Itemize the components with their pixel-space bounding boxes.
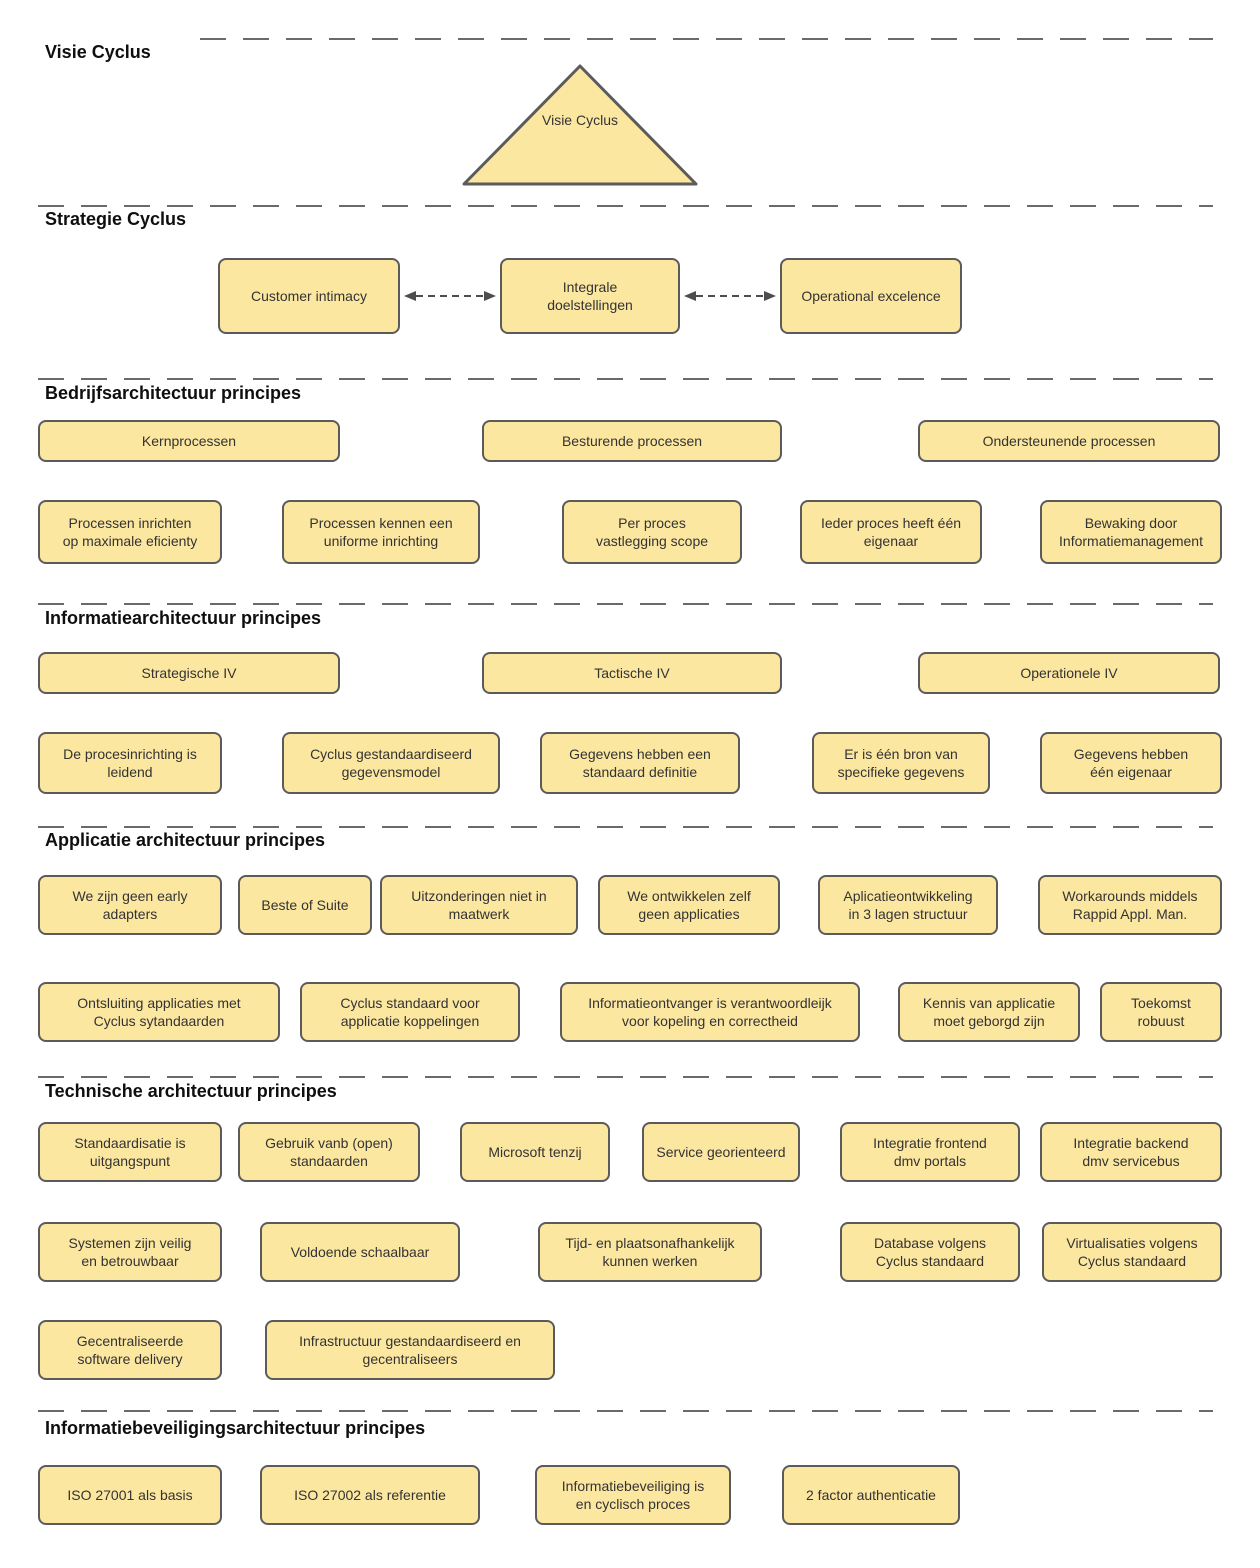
box-processen-maximale-eficienty: Processen inrichten op maximale eficient… xyxy=(38,500,222,564)
heading-bedrijfsarchitectuur: Bedrijfsarchitectuur principes xyxy=(45,383,302,403)
box-ontsluiting-cyclus-standaarden: Ontsluiting applicaties met Cyclus sytan… xyxy=(38,982,280,1042)
box-bewaking-informatiemanagement: Bewaking door Informatiemanagement xyxy=(1040,500,1222,564)
box-gegevens-een-eigenaar: Gegevens hebben één eigenaar xyxy=(1040,732,1222,794)
box-uitzonderingen-maatwerk: Uitzonderingen niet in maatwerk xyxy=(380,875,578,935)
box-geen-early-adapters: We zijn geen early adapters xyxy=(38,875,222,935)
heading-strategie-cyclus: Strategie Cyclus xyxy=(45,209,187,229)
box-cyclus-standaard-koppelingen: Cyclus standaard voor applicatie koppeli… xyxy=(300,982,520,1042)
box-vastlegging-scope: Per proces vastlegging scope xyxy=(562,500,742,564)
box-systemen-veilig-betrouwbaar: Systemen zijn veilig en betrouwbaar xyxy=(38,1222,222,1282)
box-ondersteunende-processen: Ondersteunende processen xyxy=(918,420,1220,462)
visie-cyclus-triangle-label: Visie Cyclus xyxy=(542,112,618,128)
box-beste-of-suite: Beste of Suite xyxy=(238,875,372,935)
box-standaardisatie-uitgangspunt: Standaardisatie is uitgangspunt xyxy=(38,1122,222,1182)
box-uniforme-inrichting: Processen kennen een uniforme inrichting xyxy=(282,500,480,564)
box-integrale-doelstellingen: Integrale doelstellingen xyxy=(500,258,680,334)
box-customer-intimacy: Customer intimacy xyxy=(218,258,400,334)
section-separator xyxy=(38,1076,1213,1078)
box-gestandaardiseerd-gegevensmodel: Cyclus gestandaardiseerd gegevensmodel xyxy=(282,732,500,794)
box-operational-excelence: Operational excelence xyxy=(780,258,962,334)
section-separator xyxy=(200,38,1213,40)
box-integratie-frontend-portals: Integratie frontend dmv portals xyxy=(840,1122,1020,1182)
heading-informatiearchitectuur: Informatiearchitectuur principes xyxy=(45,608,322,628)
box-strategische-iv: Strategische IV xyxy=(38,652,340,694)
box-2-factor-authenticatie: 2 factor authenticatie xyxy=(782,1465,960,1525)
box-service-georienteerd: Service georienteerd xyxy=(642,1122,800,1182)
section-separator xyxy=(38,205,1213,207)
dashed-double-arrow xyxy=(404,291,496,301)
box-informatiebeveiliging-cyclisch: Informatiebeveiliging is en cyclisch pro… xyxy=(535,1465,731,1525)
box-iso-27001-basis: ISO 27001 als basis xyxy=(38,1465,222,1525)
section-separator xyxy=(38,826,1213,828)
box-microsoft-tenzij: Microsoft tenzij xyxy=(460,1122,610,1182)
heading-technische-architectuur: Technische architectuur principes xyxy=(45,1081,337,1101)
section-separator xyxy=(38,603,1213,605)
box-open-standaarden: Gebruik vanb (open) standaarden xyxy=(238,1122,420,1182)
section-separator xyxy=(38,378,1213,380)
box-gecentraliseerde-software-delivery: Gecentraliseerde software delivery xyxy=(38,1320,222,1380)
box-iso-27002-referentie: ISO 27002 als referentie xyxy=(260,1465,480,1525)
box-standaard-definitie: Gegevens hebben een standaard definitie xyxy=(540,732,740,794)
box-tactische-iv: Tactische IV xyxy=(482,652,782,694)
box-database-cyclus-standaard: Database volgens Cyclus standaard xyxy=(840,1222,1020,1282)
heading-applicatie-architectuur: Applicatie architectuur principes xyxy=(45,830,326,850)
box-workarounds-rappid: Workarounds middels Rappid Appl. Man. xyxy=(1038,875,1222,935)
box-drie-lagen-structuur: Aplicatieontwikkeling in 3 lagen structu… xyxy=(818,875,998,935)
visie-cyclus-triangle xyxy=(462,64,698,186)
box-tijd-plaatsonafhankelijk: Tijd- en plaatsonafhankelijk kunnen werk… xyxy=(538,1222,762,1282)
box-voldoende-schaalbaar: Voldoende schaalbaar xyxy=(260,1222,460,1282)
box-besturende-processen: Besturende processen xyxy=(482,420,782,462)
box-procesinrichting-leidend: De procesinrichting is leidend xyxy=(38,732,222,794)
box-geen-eigen-applicaties: We ontwikkelen zelf geen applicaties xyxy=(598,875,780,935)
box-infrastructuur-gestandaardiseerd: Infrastructuur gestandaardiseerd en gece… xyxy=(265,1320,555,1380)
box-integratie-backend-servicebus: Integratie backend dmv servicebus xyxy=(1040,1122,1222,1182)
box-proces-eigenaar: Ieder proces heeft één eigenaar xyxy=(800,500,982,564)
box-operationele-iv: Operationele IV xyxy=(918,652,1220,694)
box-kennis-applicatie-geborgd: Kennis van applicatie moet geborgd zijn xyxy=(898,982,1080,1042)
heading-visie-cyclus: Visie Cyclus xyxy=(45,42,151,62)
box-toekomst-robuust: Toekomst robuust xyxy=(1100,982,1222,1042)
heading-informatiebeveiliging: Informatiebeveiligingsarchitectuur princ… xyxy=(45,1418,426,1438)
box-virtualisaties-cyclus-standaard: Virtualisaties volgens Cyclus standaard xyxy=(1042,1222,1222,1282)
dashed-double-arrow xyxy=(684,291,776,301)
box-een-bron-specifieke-gegevens: Er is één bron van specifieke gegevens xyxy=(812,732,990,794)
box-informatieontvanger-verantwoordelijk: Informatieontvanger is verantwoordleijk … xyxy=(560,982,860,1042)
section-separator xyxy=(38,1410,1213,1412)
box-kernprocessen: Kernprocessen xyxy=(38,420,340,462)
